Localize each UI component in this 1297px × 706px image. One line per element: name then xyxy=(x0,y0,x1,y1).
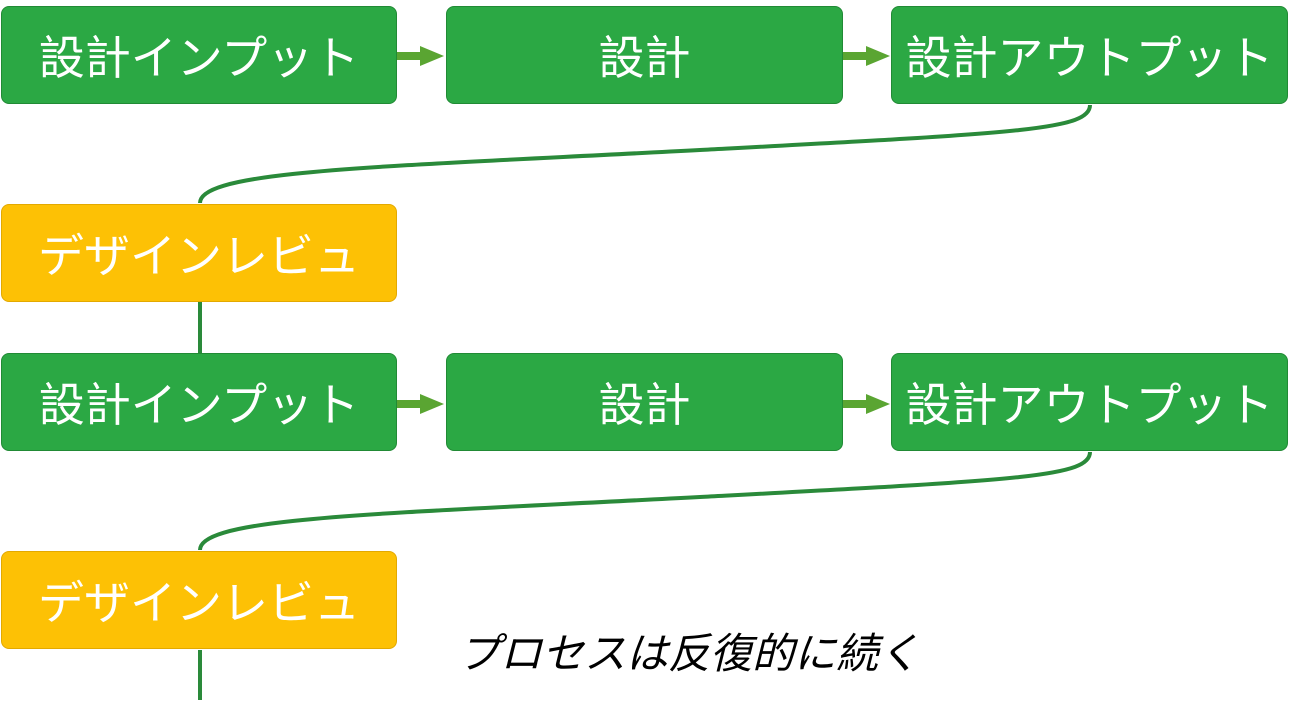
design-box-1: 設計 xyxy=(446,6,843,104)
iterative-process-note: プロセスは反復的に続く xyxy=(458,629,921,678)
design-label-2: 設計 xyxy=(598,378,691,432)
design-output-label-2: 設計アウトプット xyxy=(905,378,1274,432)
design-output-label-1: 設計アウトプット xyxy=(905,31,1274,85)
design-input-label-1: 設計インプット xyxy=(38,31,360,85)
design-review-box-2: デザインレビュ xyxy=(1,551,397,649)
design-review-box-1: デザインレビュ xyxy=(1,204,397,302)
design-input-box-1: 設計インプット xyxy=(1,6,397,104)
design-input-label-2: 設計インプット xyxy=(38,378,360,432)
design-input-box-2: 設計インプット xyxy=(1,353,397,451)
connector-output-to-review-2 xyxy=(198,451,1092,551)
design-output-box-1: 設計アウトプット xyxy=(891,6,1288,104)
design-review-label-1: デザインレビュ xyxy=(38,229,360,283)
design-label-1: 設計 xyxy=(598,31,691,85)
design-box-2: 設計 xyxy=(446,353,843,451)
design-output-box-2: 設計アウトプット xyxy=(891,353,1288,451)
connector-output-to-review-1 xyxy=(198,104,1092,204)
design-review-label-2: デザインレビュ xyxy=(38,576,360,630)
